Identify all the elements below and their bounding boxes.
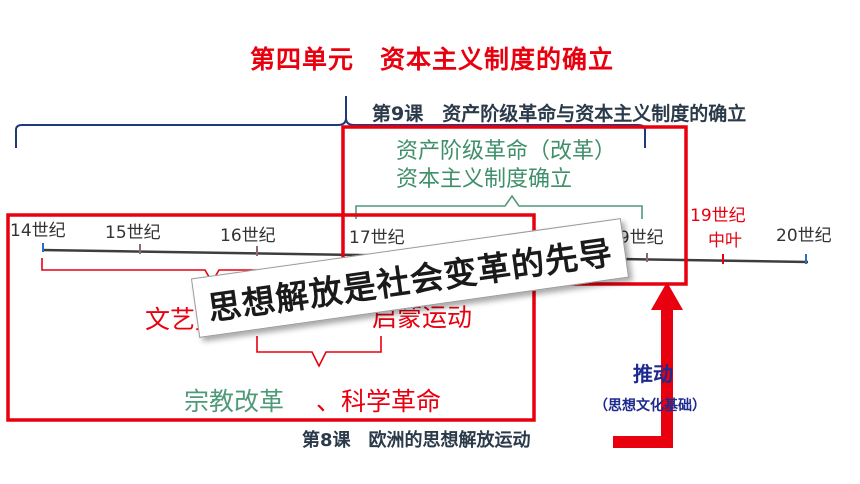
century-19-mid-label: 19世纪 (690, 206, 746, 226)
green-brace (355, 194, 643, 219)
push-arrow (613, 282, 683, 448)
century-17-label: 17世纪 (349, 228, 405, 248)
reformation-label: 宗教改革 (184, 387, 285, 416)
century-16-label: 16世纪 (220, 226, 276, 246)
century-19-mid-suffix: 中叶 (708, 231, 742, 251)
cultural-basis-label: （思想文化基础） (594, 398, 706, 414)
century-15-label: 15世纪 (105, 223, 161, 243)
century-14-label: 14世纪 (10, 221, 66, 241)
separator: 、 (316, 387, 342, 416)
revolution-label: 资产阶级革命（改革） (396, 139, 617, 164)
century-20-label: 20世纪 (776, 226, 832, 246)
lesson9-title: 第9课 资产阶级革命与资本主义制度的确立 (372, 103, 747, 125)
unit-title: 第四单元 资本主义制度的确立 (250, 45, 615, 74)
scientific-revolution-label: 、科学革命 (316, 382, 441, 418)
capitalism-established-label: 资本主义制度确立 (396, 167, 573, 192)
lesson8-title: 第8课 欧洲的思想解放运动 (302, 430, 531, 451)
red-brace-reformation (256, 336, 382, 368)
push-label: 推动 (633, 362, 673, 386)
scientific-text: 科学革命 (341, 387, 442, 416)
lesson8-frame (6, 213, 536, 422)
